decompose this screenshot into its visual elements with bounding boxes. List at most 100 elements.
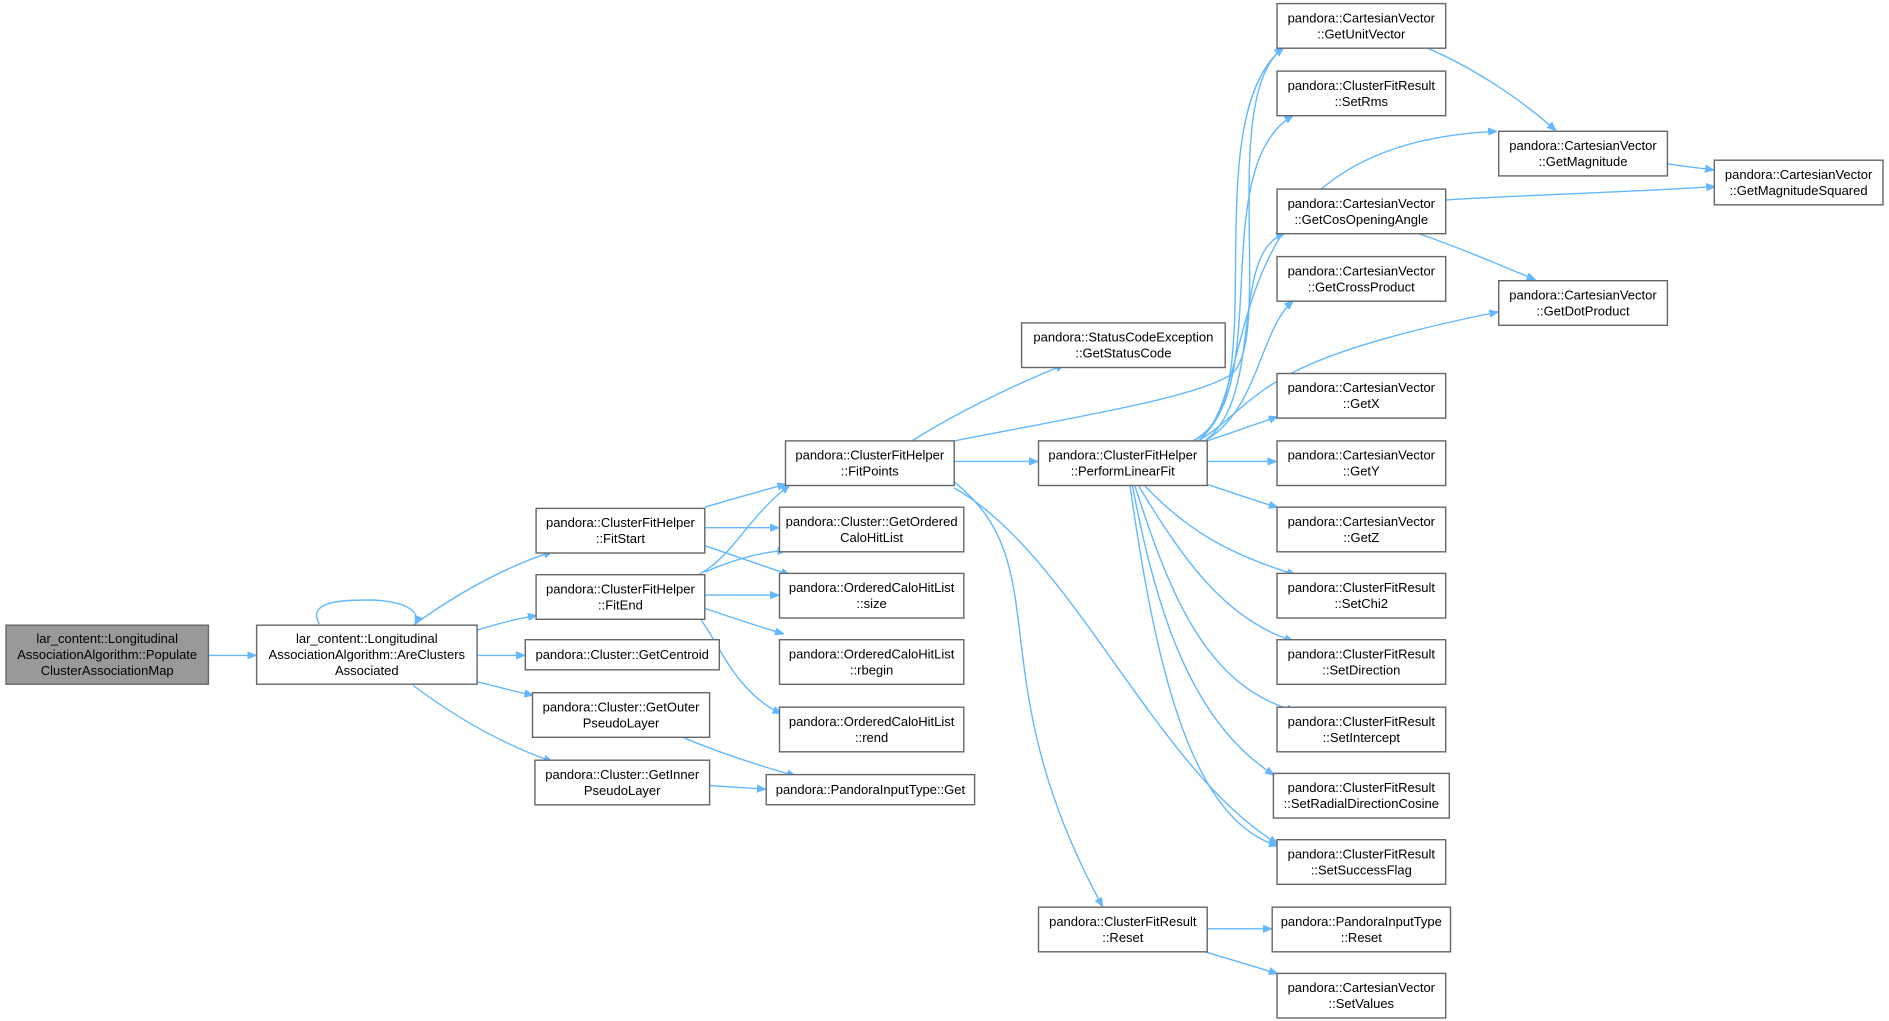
edge-n14-to-n20: [1206, 417, 1277, 442]
node-label-line: pandora::ClusterFitResult: [1288, 714, 1436, 729]
node-n14[interactable]: pandora::ClusterFitHelper::PerformLinear…: [1037, 440, 1208, 487]
node-label-line: pandora::OrderedCaloHitList: [789, 714, 955, 729]
edge-line: [476, 681, 532, 695]
node-label-line: ::FitEnd: [598, 597, 643, 612]
edge-line: [1667, 163, 1713, 170]
node-n32[interactable]: pandora::CartesianVector::GetMagnitudeSq…: [1713, 159, 1884, 206]
edge-n18-to-n31: [1415, 231, 1535, 280]
edge-line: [1198, 131, 1497, 442]
edge-line: [316, 599, 417, 624]
node-box: [784, 440, 955, 487]
node-label-line: ::size: [856, 596, 886, 611]
node-box: [778, 506, 965, 553]
node-n18[interactable]: pandora::CartesianVector::GetCosOpeningA…: [1276, 188, 1447, 235]
node-n16[interactable]: pandora::CartesianVector::GetUnitVector: [1276, 2, 1447, 49]
node-label-line: pandora::Cluster::GetOrdered: [786, 514, 958, 529]
node-n20[interactable]: pandora::CartesianVector::GetX: [1276, 372, 1447, 419]
node-label-line: ::Reset: [1341, 930, 1383, 945]
edge-line: [953, 481, 1102, 906]
node-n17[interactable]: pandora::ClusterFitResult::SetRms: [1276, 70, 1447, 117]
edge-line: [704, 607, 783, 633]
edge-line: [1192, 116, 1293, 442]
node-box: [531, 692, 711, 739]
node-label-line: pandora::CartesianVector: [1288, 380, 1436, 395]
edge-n3-to-n11: [698, 616, 781, 713]
node-box: [1276, 440, 1447, 487]
node-label-line: pandora::ClusterFitResult: [1288, 580, 1436, 595]
node-n28[interactable]: pandora::PandoraInputType::Reset: [1271, 906, 1452, 953]
edge-n1-to-n1: [316, 599, 417, 624]
node-label-line: ::SetValues: [1329, 996, 1395, 1011]
node-box: [1271, 906, 1452, 953]
node-label-line: pandora::ClusterFitHelper: [546, 581, 696, 596]
node-box: [1713, 159, 1884, 206]
node-n3[interactable]: pandora::ClusterFitHelper::FitEnd: [535, 574, 706, 621]
node-label-line: ::SetRadialDirectionCosine: [1284, 796, 1439, 811]
edge-line: [1206, 417, 1277, 442]
node-n19[interactable]: pandora::CartesianVector::GetCrossProduc…: [1276, 255, 1447, 302]
node-n22[interactable]: pandora::CartesianVector::GetZ: [1276, 506, 1447, 553]
edge-line: [412, 552, 552, 626]
edge-n1-to-n3: [476, 616, 536, 631]
edge-line: [682, 736, 795, 776]
node-n23[interactable]: pandora::ClusterFitResult::SetChi2: [1276, 572, 1447, 619]
node-n29[interactable]: pandora::CartesianVector::SetValues: [1276, 972, 1447, 1019]
node-box: [1276, 506, 1447, 553]
node-n26[interactable]: pandora::ClusterFitResult::SetRadialDire…: [1272, 772, 1451, 819]
edge-n14-to-n26: [1131, 485, 1273, 775]
node-label-line: pandora::ClusterFitResult: [1049, 914, 1197, 929]
node-n0[interactable]: lar_content::LongitudinalAssociationAlgo…: [5, 624, 210, 685]
node-n11[interactable]: pandora::OrderedCaloHitList::rend: [778, 706, 965, 753]
node-box: [1276, 70, 1447, 117]
node-n25[interactable]: pandora::ClusterFitResult::SetIntercept: [1276, 706, 1447, 753]
edge-n2-to-n7: [704, 484, 786, 508]
edge-line: [704, 545, 789, 575]
node-n15[interactable]: pandora::ClusterFitResult::Reset: [1037, 906, 1208, 953]
node-label-line: ::SetDirection: [1322, 663, 1400, 678]
edge-n1-to-n5: [476, 681, 532, 695]
edge-line: [1129, 485, 1277, 846]
node-box: [778, 572, 965, 619]
node-box: [535, 574, 706, 621]
node-n30[interactable]: pandora::CartesianVector::GetMagnitude: [1497, 130, 1669, 177]
node-n24[interactable]: pandora::ClusterFitResult::SetDirection: [1276, 639, 1447, 686]
node-n7[interactable]: pandora::ClusterFitHelper::FitPoints: [784, 440, 955, 487]
node-label-line: ClusterAssociationMap: [41, 663, 174, 678]
edge-line: [698, 616, 781, 713]
node-n4[interactable]: pandora::Cluster::GetCentroid: [524, 639, 720, 671]
node-n13[interactable]: pandora::StatusCodeException::GetStatusC…: [1020, 322, 1226, 369]
edge-line: [911, 365, 1064, 442]
node-label-line: pandora::CartesianVector: [1288, 10, 1436, 25]
node-label-line: ::GetY: [1343, 464, 1380, 479]
node-box: [1276, 972, 1447, 1019]
node-n9[interactable]: pandora::OrderedCaloHitList::size: [778, 572, 965, 619]
node-n2[interactable]: pandora::ClusterFitHelper::FitStart: [535, 507, 706, 554]
node-label-line: ::GetX: [1343, 396, 1380, 411]
node-n10[interactable]: pandora::OrderedCaloHitList::rbegin: [778, 639, 965, 686]
edge-line: [1206, 483, 1277, 507]
node-label-line: pandora::ClusterFitHelper: [546, 515, 696, 530]
node-n12[interactable]: pandora::PandoraInputType::Get: [765, 773, 976, 806]
node-box: [1276, 2, 1447, 49]
edge-n14-to-n19: [1204, 301, 1293, 442]
node-label-line: AssociationAlgorithm::Populate: [17, 647, 197, 662]
node-n21[interactable]: pandora::CartesianVector::GetY: [1276, 440, 1447, 487]
edge-n14-to-n27: [1129, 485, 1277, 846]
node-label-line: lar_content::Longitudinal: [36, 631, 178, 646]
node-n27[interactable]: pandora::ClusterFitResult::SetSuccessFla…: [1276, 839, 1447, 886]
node-box: [778, 639, 965, 686]
node-n1[interactable]: lar_content::LongitudinalAssociationAlgo…: [255, 624, 478, 685]
node-n31[interactable]: pandora::CartesianVector::GetDotProduct: [1497, 280, 1669, 327]
node-box: [534, 759, 711, 806]
edge-line: [1427, 47, 1556, 130]
node-label-line: PseudoLayer: [583, 716, 660, 731]
node-label-line: ::rbegin: [850, 663, 893, 678]
node-label-line: ::FitPoints: [841, 464, 899, 479]
node-box: [1276, 188, 1447, 235]
node-label-line: Associated: [335, 663, 399, 678]
edge-n15-to-n29: [1204, 951, 1277, 974]
